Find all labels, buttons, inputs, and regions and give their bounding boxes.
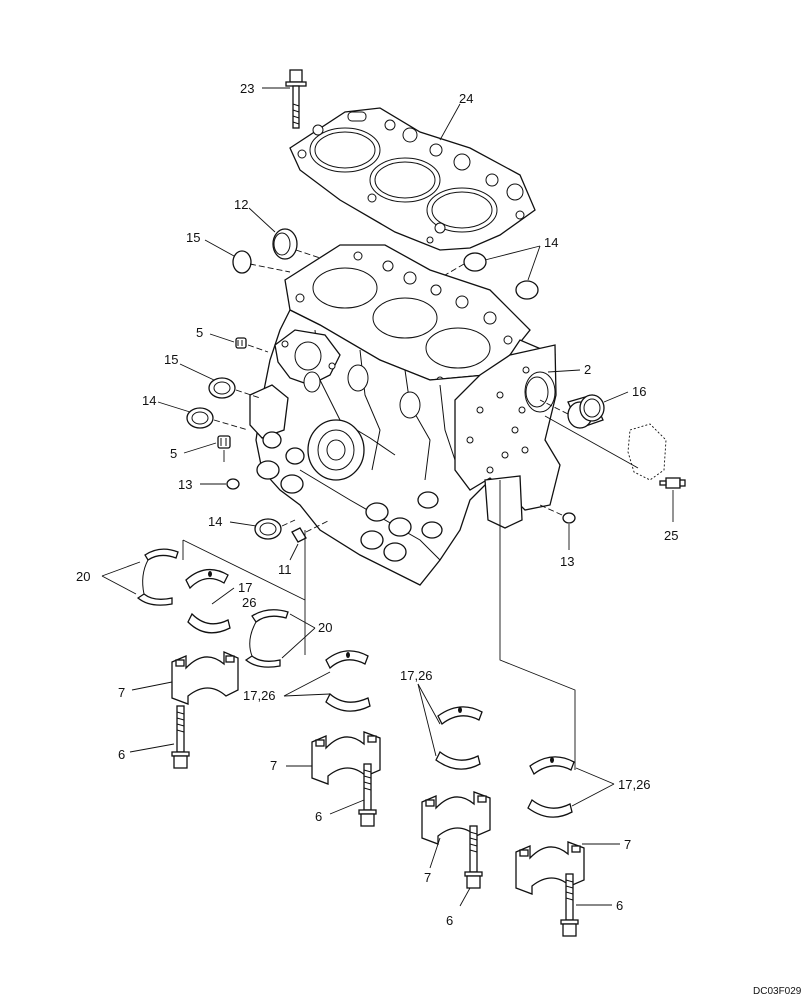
callout-13b: 13 [560, 554, 574, 569]
bearing-shell-set-d-part [527, 756, 575, 818]
dowel-13a-part [226, 478, 240, 490]
callout-12: 12 [234, 197, 248, 212]
expansion-plug-15-part [232, 250, 252, 274]
callout-6a: 6 [118, 747, 125, 762]
plug-5a-part [235, 337, 247, 349]
cylinder-block-part [249, 244, 561, 586]
bearing-shell-set-a-part [185, 568, 231, 634]
callout-16: 16 [632, 384, 646, 399]
main-bearing-cap-a-part [171, 651, 239, 705]
cover-bolt-part [659, 477, 686, 489]
callout-14b: 14 [142, 393, 156, 408]
cap-bolt-a-part [171, 705, 190, 769]
thrust-washer-20b-part [244, 609, 289, 668]
callout-7c: 7 [624, 837, 631, 852]
callout-6c: 6 [616, 898, 623, 913]
callout-23: 23 [240, 81, 254, 96]
cap-bolt-c-part [464, 825, 483, 889]
callout-25: 25 [664, 528, 678, 543]
callout-6d: 6 [446, 913, 453, 928]
callout-20b: 20 [318, 620, 332, 635]
cover-outline [627, 423, 667, 481]
dowel-13b-part [562, 512, 576, 524]
thrust-washer-20a-part [136, 548, 179, 606]
bearing-shell-set-c-part [435, 706, 483, 770]
cap-bolt-b-part [358, 763, 377, 827]
callout-13a: 13 [178, 477, 192, 492]
callout-24: 24 [459, 91, 473, 106]
callout-14a: 14 [544, 235, 558, 250]
callout-15b: 15 [164, 352, 178, 367]
main-bearing-cap-b-part [311, 731, 381, 785]
drawing-reference-code: DC03F029 [753, 986, 802, 997]
callout-6b: 6 [315, 809, 322, 824]
callout-7d: 7 [424, 870, 431, 885]
seal-15-part [208, 377, 236, 399]
bearing-shell-set-b-part [325, 650, 371, 712]
cap-bolt-d-part [560, 873, 579, 937]
callout-14c: 14 [208, 514, 222, 529]
expansion-plug-14-part [463, 252, 539, 300]
head-bolt-part [285, 69, 307, 129]
callout-7a: 7 [118, 685, 125, 700]
callout-5b: 5 [170, 446, 177, 461]
expansion-plug-12-part [272, 228, 298, 260]
head-gasket-part [289, 107, 536, 251]
seal-14a-part [186, 407, 214, 429]
plug-5b-part [217, 435, 231, 449]
callout-17-26c: 17,26 [618, 777, 651, 792]
dowel-11-part [291, 527, 307, 543]
main-bearing-cap-d-part [515, 841, 585, 895]
callout-20a: 20 [76, 569, 90, 584]
callout-17-26b: 17,26 [400, 668, 433, 683]
callout-17: 17 [238, 580, 252, 595]
main-bearing-cap-c-part [421, 791, 491, 845]
callout-2: 2 [584, 362, 591, 377]
callout-5a: 5 [196, 325, 203, 340]
seal-14b-part [254, 518, 282, 540]
callout-15a: 15 [186, 230, 200, 245]
callout-26: 26 [242, 595, 256, 610]
camshaft-bushing-part [567, 394, 605, 429]
callout-7b: 7 [270, 758, 277, 773]
callout-17-26a: 17,26 [243, 688, 276, 703]
callout-11: 11 [278, 562, 292, 577]
